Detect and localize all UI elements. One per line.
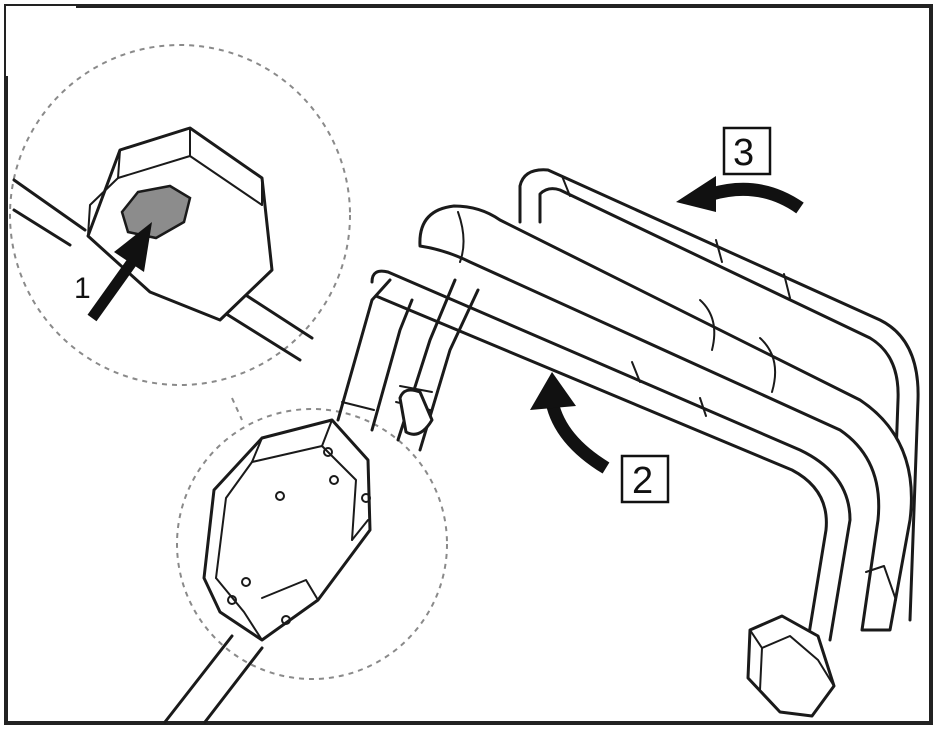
frame-border: [4, 4, 933, 725]
step-3-box: [722, 126, 772, 176]
upper-handle: [370, 168, 920, 642]
step-1-label: 1: [74, 272, 91, 305]
release-button: [120, 184, 192, 240]
step-3-label: 3: [733, 132, 754, 174]
detail-callout: 1: [9, 44, 351, 421]
step-2-box: [620, 454, 670, 504]
arrow-3-icon: [676, 176, 804, 214]
detail-circle: [9, 44, 351, 386]
housing-circle: [176, 408, 448, 680]
step-2-label: 2: [632, 460, 653, 502]
arrow-1-icon: [87, 222, 152, 322]
detail-connector: [231, 397, 243, 421]
arrow-2-icon: [530, 372, 610, 474]
housing-main: [202, 418, 372, 642]
housing-bottom-right: [746, 565, 897, 718]
